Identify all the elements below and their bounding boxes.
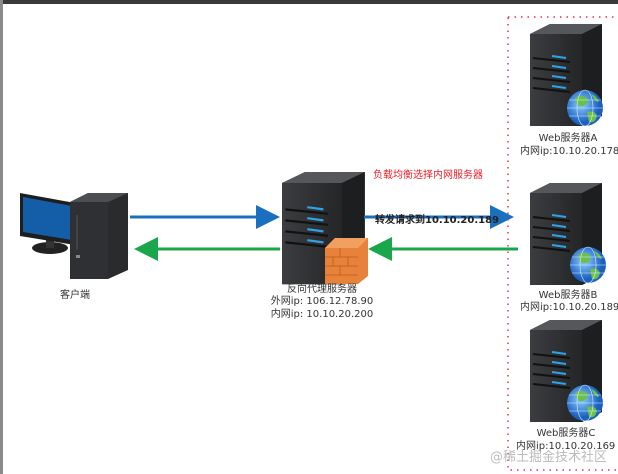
web-server-c-icon (529, 319, 604, 423)
server-c-ip: 内网ip:10.10.20.169 (516, 441, 616, 452)
window-left-border (0, 0, 3, 474)
window-top-border (0, 0, 618, 4)
proxy-internal-ip: 内网ip: 10.10.20.200 (270, 309, 374, 320)
proxy-label: 反向代理服务器 (287, 284, 357, 295)
client-label: 客户端 (60, 290, 90, 301)
server-b-name: Web服务器B (538, 290, 598, 301)
proxy-external-ip: 外网ip: 106.12.78.90 (270, 296, 374, 307)
server-a-ip: 内网ip:10.10.20.178 (520, 146, 618, 157)
firewall-icon (325, 238, 368, 284)
intranet-boundary (507, 16, 618, 471)
server-a-name: Web服务器A (538, 133, 598, 144)
load-balance-note: 负载均衡选择内网服务器 (373, 170, 483, 181)
watermark: @稀土掘金技术社区 (490, 450, 608, 465)
server-c-name: Web服务器C (536, 428, 596, 439)
client-computer-icon (20, 193, 128, 279)
web-server-b-icon (529, 182, 607, 286)
server-b-ip: 内网ip:10.10.20.189 (520, 302, 618, 313)
web-server-a-icon (529, 23, 604, 127)
forward-note: 转发请求到10.10.20.189 (375, 215, 500, 226)
